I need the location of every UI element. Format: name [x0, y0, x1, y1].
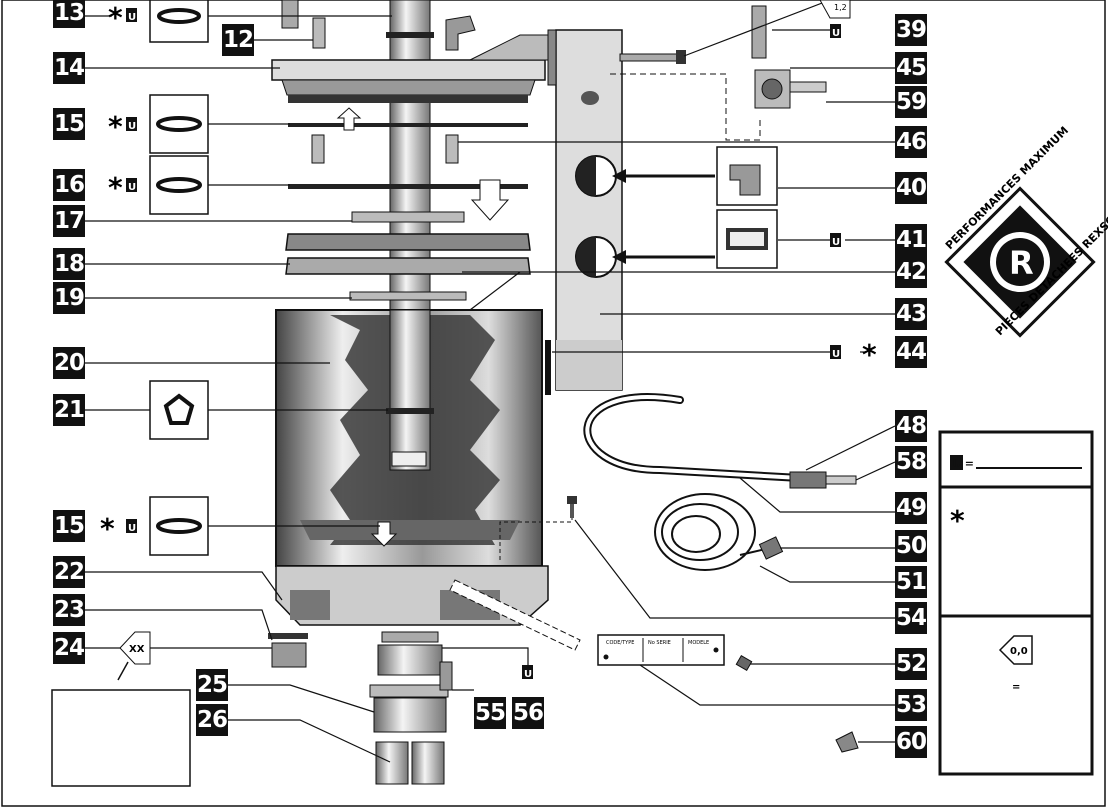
unit-mark-39: U — [832, 28, 840, 39]
unit-mark-41: U — [832, 237, 840, 248]
oring-box-16 — [149, 155, 209, 215]
callout-56: 56 — [512, 697, 544, 729]
callout-55: 55 — [474, 697, 506, 729]
unit-mark-16: U — [128, 182, 136, 193]
nameplate-header-2: No SERIE — [648, 640, 671, 646]
unit-mark-15: U — [128, 121, 136, 132]
side-column — [545, 29, 623, 395]
callout-21: 21 — [53, 394, 85, 426]
coiled-hose — [654, 493, 771, 571]
callout-45: 45 — [895, 52, 927, 84]
legend-zero-tag: 0,0 — [1010, 646, 1028, 657]
star-13: * — [108, 1, 123, 34]
tank-base — [275, 565, 581, 651]
callout-43: 43 — [895, 298, 927, 330]
callout-26: 26 — [196, 704, 228, 736]
callout-54: 54 — [895, 602, 927, 634]
callout-60: 60 — [895, 726, 927, 758]
callout-42: 42 — [895, 256, 927, 288]
legend-star-row: * — [950, 504, 965, 537]
nameplate-header-3: MODELE — [688, 640, 709, 646]
callout-24: 24 — [53, 632, 85, 664]
small-tag-text: 1,2 — [834, 3, 847, 12]
callout-23: 23 — [53, 594, 85, 626]
unit-mark-56: U — [524, 669, 532, 680]
callout-22: 22 — [53, 556, 85, 588]
callout-19: 19 — [53, 282, 85, 314]
callout-59: 59 — [895, 86, 927, 118]
star-15b: * — [100, 512, 115, 545]
callout-13: 13 — [53, 0, 85, 28]
callout-12: 12 — [222, 24, 254, 56]
legend-equals: = — [1012, 682, 1020, 693]
callout-52: 52 — [895, 648, 927, 680]
star-15: * — [108, 110, 123, 143]
callout-40: 40 — [895, 172, 927, 204]
rexson-logo — [944, 186, 1096, 338]
oring-box-15b — [149, 496, 209, 556]
callout-15: 15 — [53, 108, 85, 140]
callout-20: 20 — [53, 347, 85, 379]
star-44: * — [862, 338, 877, 371]
callout-39: 39 — [895, 14, 927, 46]
blank-box — [51, 689, 191, 787]
callout-41: 41 — [895, 224, 927, 256]
callout-50: 50 — [895, 530, 927, 562]
leader-lines — [85, 0, 896, 763]
unit-mark-44: U — [832, 349, 840, 360]
callout-15b: 15 — [53, 510, 85, 542]
logo-letter: R — [1009, 244, 1034, 282]
callout-16: 16 — [53, 169, 85, 201]
oring-box-13 — [149, 0, 209, 43]
bottom-outlet — [369, 631, 453, 785]
unit-mark-15b: U — [128, 523, 136, 534]
nameplate-header-1: CODE/TYPE — [606, 640, 634, 646]
legend-u-row: U = — [952, 457, 974, 470]
callout-44: 44 — [895, 336, 927, 368]
callout-49: 49 — [895, 492, 927, 524]
unit-mark-13: U — [128, 12, 136, 23]
nameplate — [597, 634, 725, 666]
oring-box-15 — [149, 94, 209, 154]
main-tank — [275, 309, 543, 567]
callout-46: 46 — [895, 126, 927, 158]
callout-18: 18 — [53, 248, 85, 280]
callout-17: 17 — [53, 205, 85, 237]
callout-48: 48 — [895, 410, 927, 442]
legend-box — [938, 430, 1094, 776]
pentagon-box-21 — [149, 380, 209, 440]
xx-tag — [117, 631, 151, 681]
star-16: * — [108, 171, 123, 204]
xx-tag-text: XX — [129, 644, 145, 655]
unit-marks — [126, 8, 841, 679]
callout-58: 58 — [895, 446, 927, 478]
callout-53: 53 — [895, 689, 927, 721]
callout-14: 14 — [53, 52, 85, 84]
callout-51: 51 — [895, 566, 927, 598]
callout-25: 25 — [196, 669, 228, 701]
